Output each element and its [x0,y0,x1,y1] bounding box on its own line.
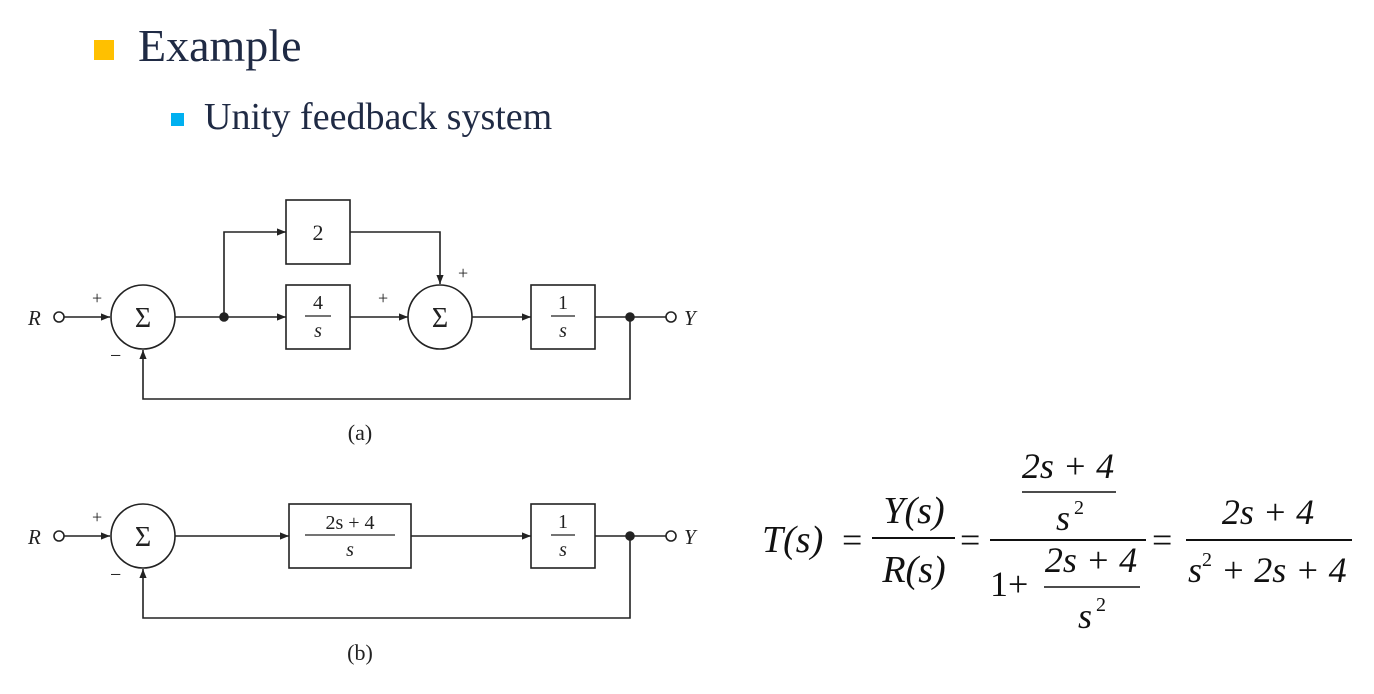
eq-equals-2: = [960,520,980,560]
slide-subtitle: Unity feedback system [204,96,553,138]
feedback-path-b [139,536,631,619]
plant-den-a: s [559,320,567,342]
controller-block-b [288,503,412,569]
caption-a: (a) [348,420,372,445]
sum1-minus-b: − [110,564,121,586]
frac2-inner-num-num: 2s + 4 [1022,446,1114,486]
input-terminal-b [53,530,65,542]
sum2-sigma-a: Σ [432,303,448,334]
frac2-inner-den-exp: 2 [1096,594,1106,616]
eq-equals-1: = [842,520,862,560]
frac2-inner-den-num: 2s + 4 [1045,540,1137,580]
gain-2-text-a: 2 [313,220,324,245]
gain-block-2-a [285,199,351,265]
input-label-r-b: R [27,525,41,549]
frac2-inner-num-den: s [1056,498,1070,538]
output-label-y-a: Y [684,306,698,330]
frac3-den-rest: + 2s + 4 [1212,550,1347,590]
sum2-plus-top-a: + [458,263,468,283]
controller-den-b: s [346,539,354,561]
branch-to-gain-2-a [223,228,286,317]
output-terminal-a [665,311,677,323]
feedback-path-a [139,317,631,400]
plant-num-b: 1 [558,511,568,533]
bullet-square-icon [94,40,114,60]
sub-bullet-square-icon [171,113,184,126]
block-4-s-den-a: s [314,320,322,342]
eq-equals-3: = [1152,520,1172,560]
block-diagram-a: R + − Σ 2 + 4 s + Σ 1 s [27,199,698,445]
input-label-r-a: R [27,306,41,330]
eq-lhs: T(s) [762,519,823,561]
frac2-inner-den-den: s [1078,596,1092,636]
plant-num-a: 1 [558,292,568,314]
frac1-numerator: Y(s) [883,490,944,532]
sum1-plus-a: + [92,288,102,308]
sum1-plus-b: + [92,507,102,527]
block-4-s-num-a: 4 [313,292,323,314]
output-label-y-b: Y [684,525,698,549]
sum1-sigma-a: Σ [135,303,151,334]
frac3-den-exp: 2 [1202,549,1212,571]
input-terminal-a [53,311,65,323]
block-diagram-b: R + − Σ 2s + 4 s 1 s Y (b) [27,503,698,665]
frac2-den-prefix: 1+ [990,564,1028,604]
frac2-inner-num-exp: 2 [1074,497,1084,519]
gain-2-to-sum2-a [350,231,444,284]
frac3-den-base: s [1188,550,1202,590]
controller-num-b: 2s + 4 [325,512,374,534]
frac3-denominator: s2 + 2s + 4 [1188,549,1347,590]
slide-title: Example [138,20,302,71]
sum2-plus-left-a: + [378,288,388,308]
transfer-function-equation: T(s) = Y(s) R(s) = 2s + 4 s 2 1+ 2s + 4 … [762,446,1352,636]
sum1-sigma-b: Σ [135,522,151,553]
frac3-numerator: 2s + 4 [1222,492,1314,532]
caption-b: (b) [347,640,373,665]
plant-den-b: s [559,539,567,561]
frac1-denominator: R(s) [881,549,945,591]
sum1-minus-a: − [110,345,121,367]
output-terminal-b [665,530,677,542]
